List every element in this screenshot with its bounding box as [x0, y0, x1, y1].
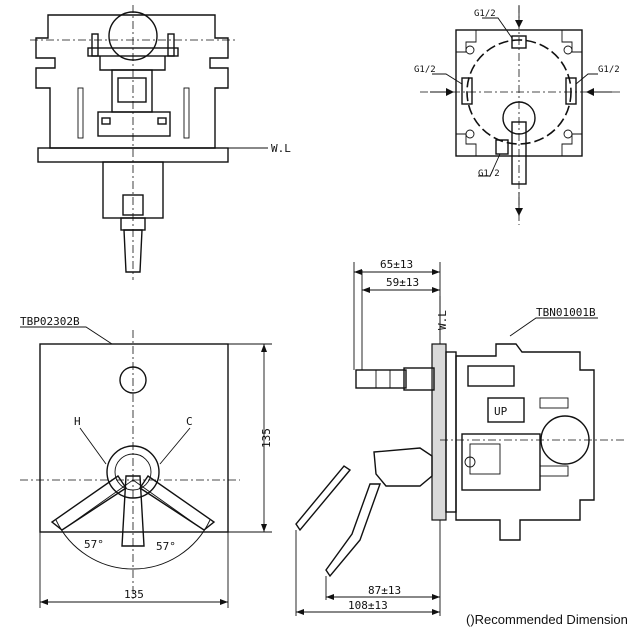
width-dimension: 135: [124, 588, 144, 601]
dim-59: 59±13: [386, 276, 419, 289]
dim-108: 108±13: [348, 599, 388, 612]
front-plate-view: TBP02302B 57° 57° H C 135: [20, 315, 273, 608]
cold-label: C: [186, 415, 193, 428]
part-number-front: TBP02302B: [20, 315, 80, 328]
g12-label-right: G1/2: [598, 65, 620, 75]
dim-65: 65±13: [380, 258, 413, 271]
part-number-side: TBN01001B: [536, 306, 596, 319]
height-dimension: 135: [260, 428, 273, 448]
g12-label-bottom: G1/2: [478, 169, 500, 179]
recommended-dimension-note: ()Recommended Dimension: [466, 612, 628, 627]
dim-87: 87±13: [368, 584, 401, 597]
angle-left-label: 57°: [84, 538, 104, 551]
up-mark: UP: [494, 405, 508, 418]
angle-right-label: 57°: [156, 540, 176, 553]
wl-label-side: W.L: [436, 310, 449, 330]
g12-label-top: G1/2: [474, 9, 496, 19]
hot-label: H: [74, 415, 81, 428]
plan-view: G1/2 G1/2 G1/2 G1/2: [414, 5, 620, 225]
front-elevation-view: W.L: [30, 5, 291, 280]
g12-label-left: G1/2: [414, 65, 436, 75]
wl-label-top: W.L: [271, 142, 291, 155]
side-section-view: 65±13 59±13 W.L TBN01001B UP: [295, 258, 626, 616]
